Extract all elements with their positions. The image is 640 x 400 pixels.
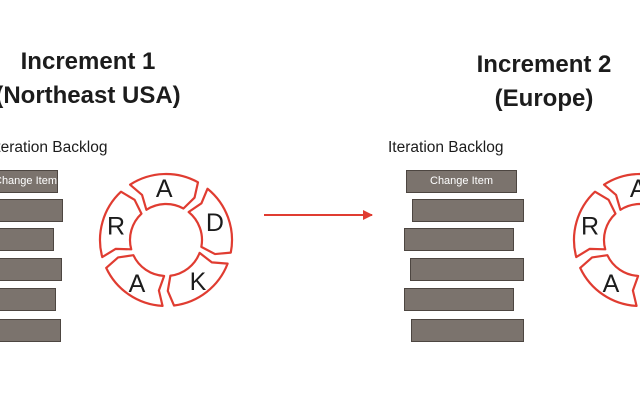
backlog-item (0, 170, 58, 193)
cycle-letter: D (206, 209, 224, 237)
cycle-letter: K (190, 268, 207, 296)
backlog-item (0, 228, 54, 251)
backlog-item (0, 258, 62, 281)
backlog-item-label: Change Item (430, 175, 493, 187)
cycle-segment (105, 254, 166, 308)
backlog-item (412, 199, 524, 222)
backlog-item-label: Change Item (0, 175, 57, 187)
backlog-item (404, 288, 514, 311)
cycle-letter: R (581, 213, 599, 241)
cycle-segment (128, 172, 200, 211)
cycle-segment (602, 172, 640, 211)
backlog-item (0, 288, 56, 311)
increment-1-heading: Increment 1 (Northeast USA) (0, 45, 218, 113)
cycle-letter: R (107, 213, 125, 241)
cycle-segment (187, 187, 234, 256)
cycle-segment (166, 251, 229, 307)
backlog-item (410, 258, 524, 281)
backlog-item (411, 319, 524, 342)
increment-2-backlog-label: Iteration Backlog (388, 139, 504, 156)
cycle-letter: A (630, 175, 640, 203)
increment-2-heading: Increment 2 (Europe) (414, 48, 640, 116)
increment-1-cycle: A D K A R (98, 172, 234, 308)
increment-2-subtitle: (Europe) (494, 85, 594, 112)
increment-2-title: Increment 2 (476, 51, 612, 78)
backlog-item (0, 319, 61, 342)
increment-1-subtitle: (Northeast USA) (0, 82, 181, 109)
backlog-item (406, 170, 517, 193)
cycle-segment (579, 254, 640, 308)
backlog-item (404, 228, 514, 251)
cycle-letter: A (603, 270, 620, 298)
backlog-item (0, 199, 63, 222)
cycle-letter: A (129, 270, 146, 298)
cycle-letter: A (156, 175, 173, 203)
increment-1-backlog-label: Iteration Backlog (0, 139, 108, 156)
cycle-segment (572, 190, 617, 259)
increment-1-title: Increment 1 (20, 48, 156, 75)
cycle-segment (98, 190, 143, 259)
